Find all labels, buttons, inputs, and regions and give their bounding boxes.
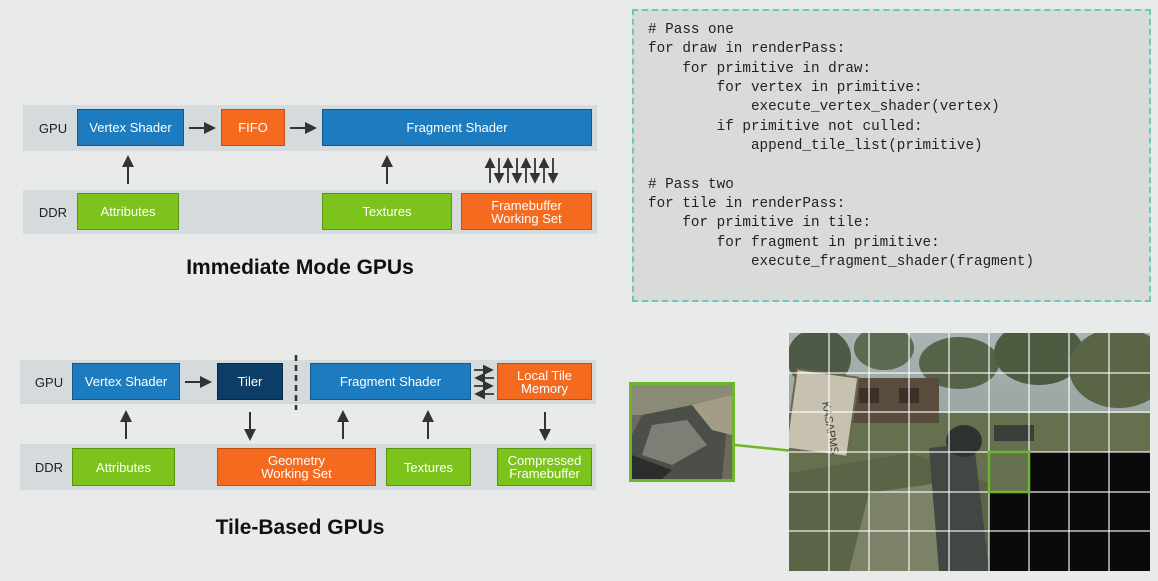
tile-based-title: Tile-Based GPUs <box>215 516 385 539</box>
code-line: if primitive not culled: <box>648 118 923 135</box>
code-line: # Pass one <box>648 22 734 38</box>
tiled-gpu-label: GPU <box>34 374 64 390</box>
tiled-fragment-shader-box: Fragment Shader <box>310 363 471 400</box>
tiled-tiler-box: Tiler <box>217 363 283 400</box>
tiled-attributes-box: Attributes <box>72 448 175 486</box>
tiled-local-tile-line1: Local Tile <box>517 367 572 383</box>
code-line: append_tile_list(primitive) <box>648 138 983 155</box>
code-line: for draw in renderPass: <box>648 41 846 58</box>
immediate-mode-title: Immediate Mode GPUs <box>186 256 414 279</box>
code-line: execute_vertex_shader(vertex) <box>648 99 1000 116</box>
immediate-fragment-shader-box: Fragment Shader <box>322 109 592 146</box>
tiled-compressed-line2: Framebuffer <box>509 466 580 481</box>
code-line: for vertex in primitive: <box>648 80 923 97</box>
tiled-vertex-shader-box: Vertex Shader <box>72 363 180 400</box>
tiled-compressed-framebuffer-box: Compressed Framebuffer <box>497 448 592 486</box>
tiled-local-tile-line2: Memory <box>521 380 568 396</box>
immediate-attributes-box: Attributes <box>77 193 179 230</box>
code-line: for fragment in primitive: <box>648 234 940 251</box>
pseudocode-panel: # Pass one for draw in renderPass: for p… <box>632 9 1151 302</box>
immediate-vertex-shader-box: Vertex Shader <box>77 109 184 146</box>
tiled-ddr-label: DDR <box>34 459 64 475</box>
immediate-gpu-label: GPU <box>38 120 68 136</box>
immediate-fifo-box: FIFO <box>221 109 285 146</box>
immediate-framebuffer-box: Framebuffer Working Set <box>461 193 592 230</box>
tiled-game-scene: KASAPMS <box>789 333 1150 571</box>
code-line: for tile in renderPass: <box>648 196 846 213</box>
immediate-ddr-label: DDR <box>38 204 68 220</box>
immediate-textures-box: Textures <box>322 193 452 230</box>
framebuffer-bidirectional-arrows <box>484 157 559 184</box>
immediate-framebuffer-line1: Framebuffer <box>491 197 562 213</box>
local-memory-bidirectional-arrows <box>474 364 494 400</box>
tiled-geometry-line1: Geometry <box>267 453 326 468</box>
pseudocode-text: # Pass one for draw in renderPass: for p… <box>648 21 1034 272</box>
tiled-geometry-working-set-box: Geometry Working Set <box>217 448 376 486</box>
tiled-compressed-line1: Compressed <box>507 453 582 468</box>
immediate-framebuffer-line2: Working Set <box>491 210 562 226</box>
diagram-arrows <box>120 122 559 441</box>
tile-grid <box>789 333 1150 571</box>
code-line: execute_fragment_shader(fragment) <box>648 254 1035 271</box>
code-line: for primitive in draw: <box>648 60 872 77</box>
highlighted-tile <box>987 450 1031 494</box>
thumbnail-graphic <box>632 385 732 479</box>
tiled-textures-box: Textures <box>386 448 471 486</box>
zoomed-tile-thumbnail <box>629 382 735 482</box>
code-line: # Pass two <box>648 176 734 193</box>
code-line: for primitive in tile: <box>648 215 872 232</box>
tiled-geometry-line2: Working Set <box>261 466 332 481</box>
tiled-local-tile-memory-box: Local Tile Memory <box>497 363 592 400</box>
